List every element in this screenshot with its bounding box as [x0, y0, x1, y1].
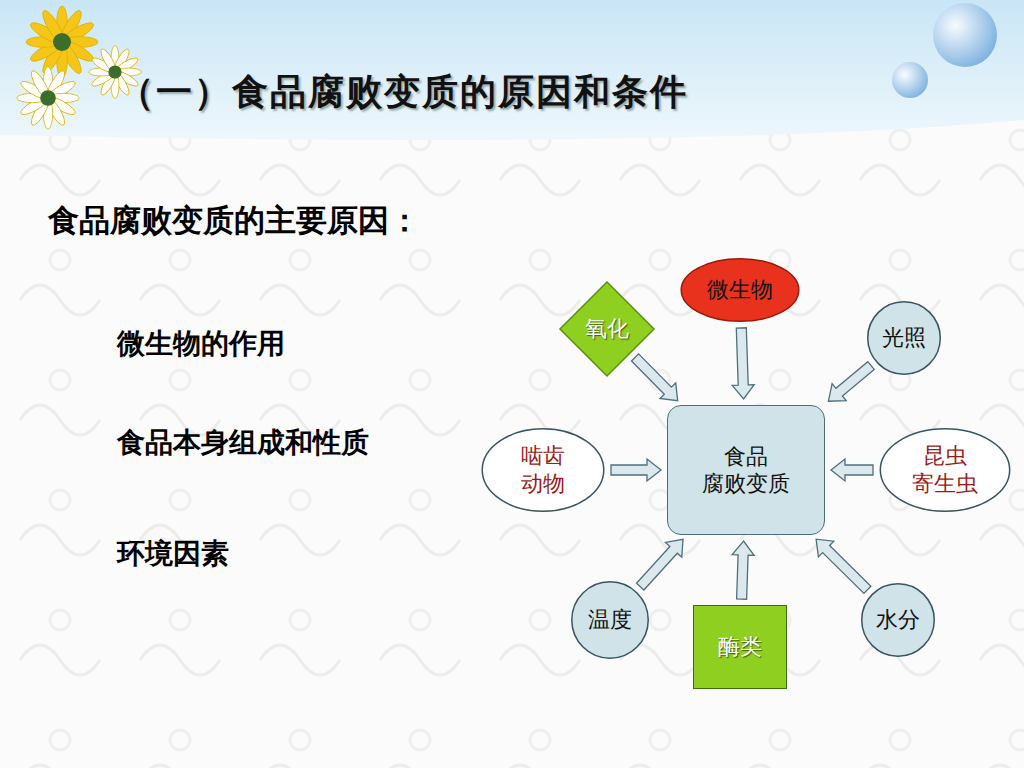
node-label: 啮齿 动物 — [508, 442, 578, 497]
ellipse-outline — [879, 428, 1011, 512]
node-label: 氧化 — [585, 315, 629, 343]
ellipse-outline — [481, 428, 605, 512]
node-label: 光照 — [882, 324, 926, 352]
cause-item: 微生物的作用 — [117, 325, 285, 363]
node-label: 温度 — [588, 606, 632, 634]
cause-diamond: 氧化 — [559, 281, 655, 377]
cause-ellipse: 微生物 — [680, 258, 800, 322]
node-label: 水分 — [876, 606, 920, 634]
block-arrow — [611, 459, 661, 481]
block-arrow — [732, 328, 754, 399]
block-arrow — [732, 541, 754, 599]
cause-circle: 温度 — [571, 581, 649, 659]
cause-ellipse: 昆虫 寄生虫 — [879, 428, 1011, 512]
block-arrow — [831, 459, 873, 481]
cause-box: 酶类 — [693, 605, 787, 689]
cause-item: 环境因素 — [117, 535, 229, 573]
node-label: 酶类 — [718, 633, 762, 661]
block-arrow — [828, 362, 874, 402]
block-arrow — [632, 354, 678, 401]
cause-circle: 水分 — [861, 583, 935, 657]
node-label: 昆虫 寄生虫 — [903, 442, 987, 497]
section-heading: 食品腐败变质的主要原因： — [48, 200, 420, 242]
node-label: 食品 腐败变质 — [696, 443, 796, 498]
result-box: 食品 腐败变质 — [667, 405, 825, 535]
cause-ellipse: 啮齿 动物 — [481, 428, 605, 512]
cause-item: 食品本身组成和性质 — [117, 424, 369, 462]
block-arrow — [637, 539, 684, 590]
cause-circle: 光照 — [867, 301, 941, 375]
node-label: 微生物 — [707, 276, 773, 304]
slide-title: （一）食品腐败变质的原因和条件 — [118, 68, 688, 117]
block-arrow — [816, 539, 871, 593]
